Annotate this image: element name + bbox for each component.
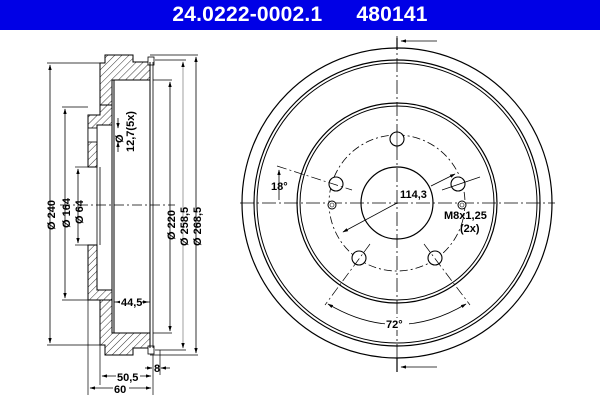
dim-hole-symbol: Ø xyxy=(114,134,126,143)
dim-d268: Ø 268,5 xyxy=(192,207,204,246)
dim-rim-8: 8 xyxy=(154,363,160,375)
label-thread-count: (2x) xyxy=(460,223,480,235)
part-number: 24.0222-0002.1 xyxy=(172,3,323,26)
label-angle-72: 72° xyxy=(386,319,403,331)
dim-depth-50: 50,5 xyxy=(117,372,138,384)
label-angle-18: 18° xyxy=(271,181,288,193)
title-bar: 24.0222-0002.1 480141 xyxy=(0,0,600,30)
dim-d240: Ø 240 xyxy=(46,200,58,230)
label-pcd: 114,3 xyxy=(400,189,427,201)
label-thread: M8x1,25 xyxy=(444,210,487,222)
bolt-hole-icon xyxy=(351,250,367,266)
reference-number: 480141 xyxy=(356,3,428,26)
dim-d164: Ø 164 xyxy=(61,197,73,228)
dim-d220: Ø 220 xyxy=(166,210,178,240)
thread-hole-icon xyxy=(457,200,467,210)
front-view: 114,3 18° 72° M8x1,25 (2x) xyxy=(240,36,555,372)
dim-inner-depth: 44,5 xyxy=(121,297,142,309)
bolt-hole-icon xyxy=(328,176,344,192)
bolt-hole-icon xyxy=(450,176,466,192)
dim-hole-size: 12,7(5x) xyxy=(125,111,137,152)
dim-d258: Ø 258,5 xyxy=(179,207,191,246)
thread-hole-icon xyxy=(327,200,337,210)
section-view: Ø 240 Ø 164 Ø 64 Ø 12,7(5x) Ø 220 Ø 258,… xyxy=(46,54,204,396)
bolt-hole-icon xyxy=(427,250,443,266)
dim-d64: Ø 64 xyxy=(74,199,86,224)
dim-depth-60: 60 xyxy=(114,384,126,396)
